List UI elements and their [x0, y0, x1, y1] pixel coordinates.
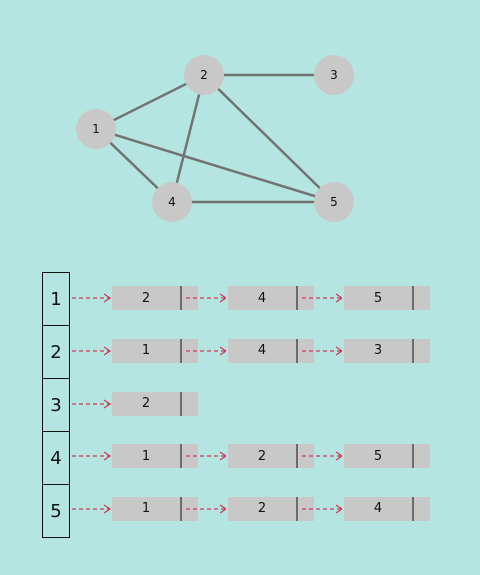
list-node-pointer-divider: [412, 496, 414, 521]
pointer-arrow: [302, 293, 342, 303]
list-node-value: 3: [373, 343, 383, 359]
list-node-value: 1: [141, 343, 151, 359]
node-label: 1: [92, 122, 100, 136]
list-node-value: 4: [373, 501, 383, 517]
list-node-value: 2: [257, 448, 267, 464]
list-node-pointer-divider: [180, 444, 182, 469]
node-circle: [184, 55, 224, 95]
pointer-arrow: [72, 504, 112, 514]
list-node-value: 2: [141, 396, 151, 411]
adjacency-row-4: 1 2 5: [70, 444, 440, 469]
list-node: 4: [344, 496, 430, 521]
list-node-pointer-divider: [296, 496, 298, 521]
edge-2-5: [203, 74, 335, 203]
list-node: 4: [228, 338, 314, 363]
list-node-pointer-divider: [412, 444, 414, 469]
pointer-arrow: [302, 346, 342, 356]
list-node-value: 4: [257, 290, 267, 306]
list-node-pointer-divider: [180, 338, 182, 363]
list-node: 5: [344, 444, 430, 469]
list-node-value: 2: [257, 501, 267, 517]
edge-2-4: [170, 74, 206, 203]
list-node-value: 1: [141, 448, 151, 464]
graph-node-2: 2: [184, 55, 224, 95]
list-node: 1: [112, 496, 198, 521]
node-label: 5: [330, 195, 338, 209]
pointer-arrow: [186, 346, 226, 356]
adjacency-row-2: 1 4 3: [70, 338, 440, 363]
pointer-arrow: [186, 451, 226, 461]
pointer-arrow: [72, 346, 112, 356]
node-circle: [314, 182, 354, 222]
list-node: 1: [112, 444, 198, 469]
list-node: 2: [228, 496, 314, 521]
adjacency-row-1: 2 4 5: [70, 286, 440, 311]
graph-node-1: 1: [76, 109, 116, 149]
list-node-pointer-divider: [412, 338, 414, 363]
pointer-arrow: [72, 398, 112, 409]
graph-node-4: 4: [152, 182, 192, 222]
list-node-pointer-divider: [296, 338, 298, 363]
list-node-pointer-divider: [180, 496, 182, 521]
list-node-value: 2: [141, 290, 151, 306]
adjacency-index-2: 2: [43, 326, 69, 379]
node-label: 2: [200, 68, 208, 82]
adjacency-index-3: 3: [43, 379, 69, 432]
pointer-arrow: [72, 293, 112, 303]
pointer-arrow: [302, 504, 342, 514]
list-node-pointer-divider: [296, 286, 298, 311]
list-node: 3: [344, 338, 430, 363]
node-circle: [152, 182, 192, 222]
node-label: 3: [330, 68, 338, 82]
pointer-arrow: [186, 504, 226, 514]
pointer-arrow: [302, 451, 342, 461]
edge-1-2: [95, 73, 205, 131]
adjacency-index-5: 5: [43, 485, 69, 538]
list-node: 1: [112, 338, 198, 363]
node-label: 4: [168, 195, 176, 209]
adjacency-row-3: 2: [70, 391, 440, 416]
list-node-pointer-divider: [180, 286, 182, 311]
list-node-value: 5: [373, 448, 383, 464]
pointer-arrow: [72, 451, 112, 461]
list-node-value: 4: [257, 343, 267, 359]
list-node: 2: [112, 286, 198, 311]
list-node: 5: [344, 286, 430, 311]
adjacency-row-5: 1 2 4: [70, 496, 440, 521]
list-node-pointer-divider: [412, 286, 414, 311]
adjacency-index-1: 1: [43, 273, 69, 326]
edge-1-5: [95, 127, 335, 204]
graph-diagram: 1 2 3 4 5: [76, 55, 354, 222]
adjacency-index-4: 4: [43, 432, 69, 485]
list-node-pointer-divider: [180, 391, 182, 416]
list-node-pointer-divider: [296, 444, 298, 469]
graph-node-5: 5: [314, 182, 354, 222]
node-circle: [76, 109, 116, 149]
graph-node-3: 3: [314, 55, 354, 95]
list-node-value: 5: [373, 290, 383, 306]
list-node: 4: [228, 286, 314, 311]
pointer-arrow: [186, 293, 226, 303]
node-circle: [314, 55, 354, 95]
list-node: 2: [228, 444, 314, 469]
list-node-value: 1: [141, 501, 151, 517]
list-node: 2: [112, 391, 198, 416]
